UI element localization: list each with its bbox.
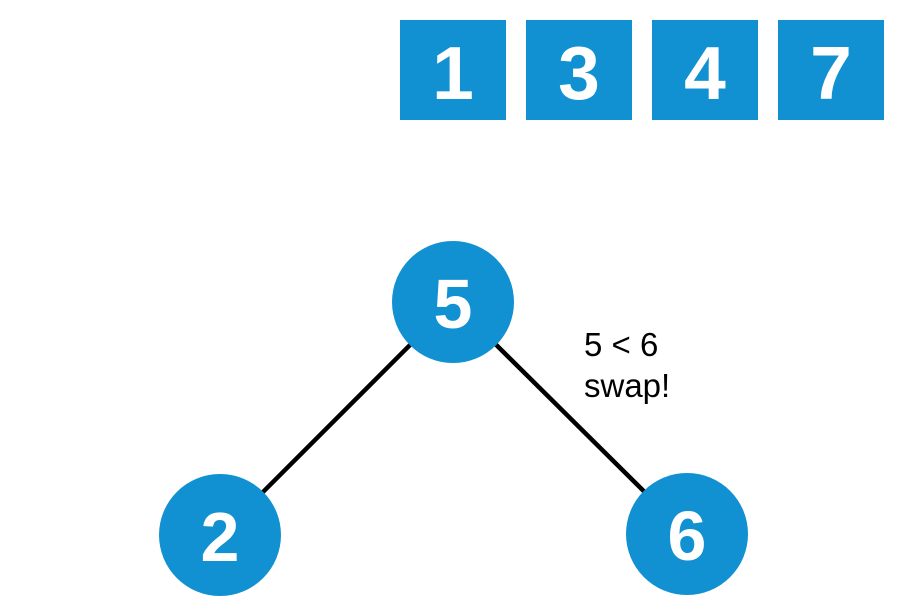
array-cell-1: 1 bbox=[400, 20, 506, 120]
swap-annotation-action: swap! bbox=[584, 367, 671, 404]
swap-annotation-comparison: 5 < 6 bbox=[584, 326, 659, 363]
array-cell-4: 4 bbox=[652, 20, 758, 120]
tree-node-root: 5 bbox=[392, 241, 514, 363]
swap-annotation: 5 < 6 swap! bbox=[584, 324, 670, 406]
tree-node-right-child: 6 bbox=[626, 473, 748, 595]
array-cell-7: 7 bbox=[778, 20, 884, 120]
array-cell-3: 3 bbox=[526, 20, 632, 120]
tree-node-left-child: 2 bbox=[159, 474, 281, 596]
